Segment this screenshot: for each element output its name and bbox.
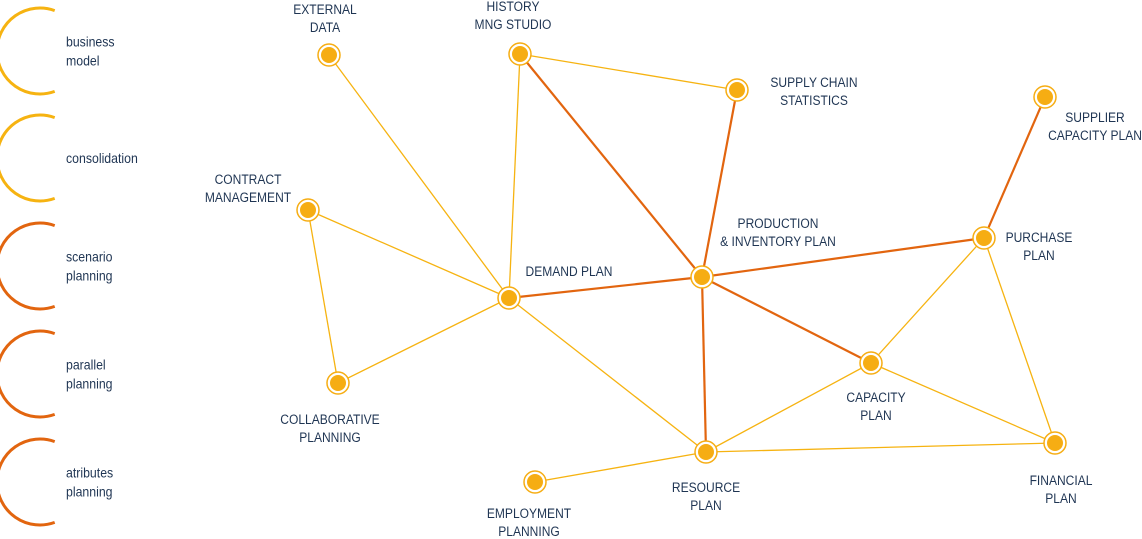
legend-label: atributes	[66, 465, 114, 481]
legend-label: consolidation	[66, 150, 138, 166]
node-supplier-capacity-plan[interactable]: SUPPLIER CAPACITY PLAN	[1033, 85, 1142, 143]
node-label: DEMAND PLAN	[526, 263, 613, 279]
node-history-mng-studio[interactable]: HISTORY MNG STUDIO	[475, 0, 552, 66]
edge-contract-management-to-collaborative-planning	[307, 209, 339, 384]
node-collaborative-planning[interactable]: COLLABORATIVE PLANNING	[280, 371, 380, 445]
edge-employment-planning-to-resource-plan	[534, 451, 707, 483]
node-dot	[698, 444, 714, 460]
node-dot	[300, 202, 316, 218]
edge-capacity-plan-to-financial-plan	[870, 362, 1056, 444]
legend-item-scenario-planning: scenario planning	[0, 221, 113, 311]
legend-arc-business-model	[0, 6, 56, 96]
node-dot	[501, 290, 517, 306]
node-financial-plan[interactable]: FINANCIAL PLAN	[1030, 431, 1093, 506]
node-label: COLLABORATIVE	[280, 411, 380, 427]
node-resource-plan[interactable]: RESOURCE PLAN	[672, 440, 740, 513]
node-label: RESOURCE	[672, 479, 740, 495]
legend-arc-consolidation	[0, 113, 56, 203]
legend-item-parallel-planning: parallel planning	[0, 329, 113, 419]
node-employment-planning[interactable]: EMPLOYMENT PLANNING	[487, 470, 571, 539]
node-label: STATISTICS	[780, 92, 848, 108]
node-label: MNG STUDIO	[475, 16, 552, 32]
edge-contract-management-to-demand-plan	[307, 209, 510, 299]
node-dot	[729, 82, 745, 98]
legend-label: business	[66, 34, 115, 50]
edge-production-inventory-plan-to-resource-plan	[700, 276, 708, 453]
node-dot	[976, 230, 992, 246]
edge-production-inventory-plan-to-purchase-plan	[701, 236, 985, 279]
edge-supplier-capacity-plan-to-purchase-plan	[982, 96, 1047, 239]
node-label: PLAN	[1023, 247, 1054, 263]
node-dot	[1037, 89, 1053, 105]
node-demand-plan[interactable]: DEMAND PLAN	[497, 263, 613, 310]
legend-item-atributes-planning: atributes planning	[0, 437, 114, 527]
node-label: CONTRACT	[215, 171, 282, 187]
node-label: PRODUCTION	[738, 215, 819, 231]
node-label: & INVENTORY PLAN	[720, 233, 836, 249]
node-label: FINANCIAL	[1030, 472, 1093, 488]
legend-item-consolidation: consolidation	[0, 113, 138, 203]
edge-supply-chain-statistics-to-production-inventory-plan	[700, 89, 739, 278]
edge-demand-plan-to-production-inventory-plan	[508, 275, 703, 300]
node-capacity-plan[interactable]: CAPACITY PLAN	[846, 351, 906, 423]
node-label: SUPPLIER	[1065, 109, 1125, 125]
node-supply-chain-statistics[interactable]: SUPPLY CHAIN STATISTICS	[725, 74, 858, 108]
node-label: HISTORY	[486, 0, 539, 14]
node-label: PLANNING	[498, 523, 560, 539]
legend-arc-parallel-planning	[0, 329, 56, 419]
node-dot	[321, 47, 337, 63]
edge-purchase-plan-to-financial-plan	[983, 237, 1056, 444]
edges	[307, 53, 1056, 483]
edge-history-mng-studio-to-production-inventory-plan	[519, 53, 703, 278]
node-dot	[527, 474, 543, 490]
node-label: CAPACITY PLAN	[1048, 127, 1142, 143]
node-label: SUPPLY CHAIN	[770, 74, 857, 90]
edge-capacity-plan-to-resource-plan	[705, 362, 872, 453]
node-contract-management[interactable]: CONTRACT MANAGEMENT	[205, 171, 320, 222]
legend-label: scenario	[66, 249, 113, 265]
legend-label: planning	[66, 376, 113, 392]
legend: business model consolidation scenario planni…	[0, 6, 138, 527]
edge-history-mng-studio-to-demand-plan	[508, 53, 521, 299]
legend-label: planning	[66, 484, 113, 500]
node-purchase-plan[interactable]: PURCHASE PLAN	[972, 226, 1073, 263]
legend-label: model	[66, 53, 100, 69]
edge-external-data-to-demand-plan	[328, 54, 510, 299]
node-label: PLAN	[690, 497, 721, 513]
edge-demand-plan-to-resource-plan	[508, 297, 707, 453]
node-label: PLAN	[860, 407, 891, 423]
legend-arc-atributes-planning	[0, 437, 56, 527]
edge-history-mng-studio-to-supply-chain-statistics	[519, 53, 738, 91]
nodes: EXTERNAL DATA HISTORY MNG STUDIO SUPPLY CHAI…	[205, 0, 1142, 539]
node-label: PURCHASE	[1006, 229, 1073, 245]
legend-label: planning	[66, 268, 113, 284]
node-dot	[694, 269, 710, 285]
node-label: MANAGEMENT	[205, 189, 291, 205]
node-dot	[863, 355, 879, 371]
node-label: PLANNING	[299, 429, 361, 445]
node-label: EXTERNAL	[293, 1, 357, 17]
legend-arc-scenario-planning	[0, 221, 56, 311]
node-label: EMPLOYMENT	[487, 505, 571, 521]
legend-item-business-model: business model	[0, 6, 115, 96]
node-dot	[330, 375, 346, 391]
node-label: DATA	[310, 19, 341, 35]
node-label: CAPACITY	[846, 389, 906, 405]
edge-resource-plan-to-financial-plan	[705, 442, 1056, 453]
edge-production-inventory-plan-to-capacity-plan	[701, 276, 872, 364]
node-external-data[interactable]: EXTERNAL DATA	[293, 1, 357, 67]
edge-collaborative-planning-to-demand-plan	[337, 297, 510, 384]
edge-purchase-plan-to-capacity-plan	[870, 237, 985, 364]
node-dot	[512, 46, 528, 62]
node-production-inventory-plan[interactable]: PRODUCTION & INVENTORY PLAN	[690, 215, 836, 289]
legend-label: parallel	[66, 357, 106, 373]
node-dot	[1047, 435, 1063, 451]
node-label: PLAN	[1045, 490, 1076, 506]
